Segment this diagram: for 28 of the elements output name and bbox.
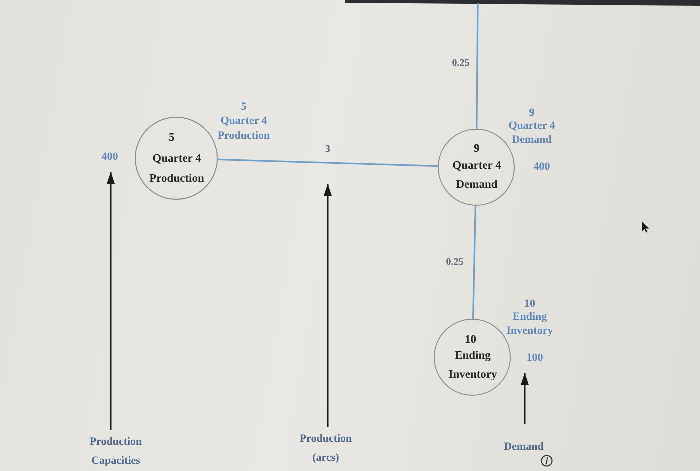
- node-circle: [135, 117, 218, 200]
- arrow: [521, 373, 529, 424]
- node-number: 9: [474, 142, 480, 156]
- node-name: Ending Inventory: [448, 349, 498, 383]
- connector-line: [472, 206, 476, 320]
- name-label: Ending Inventory: [506, 310, 554, 338]
- arrow: [324, 184, 332, 427]
- value-label: 5: [241, 100, 247, 114]
- value-label: 9: [529, 106, 535, 120]
- edge-label: 0.25: [452, 58, 470, 70]
- caption-text: Production Capacities: [90, 433, 142, 471]
- connector-line: [476, 3, 479, 129]
- connector-line: [218, 158, 438, 168]
- caption-text: Production (arcs): [300, 430, 352, 468]
- node-number: 10: [465, 333, 476, 347]
- edge-label: 3: [326, 144, 330, 156]
- node-name: Quarter 4 Production: [148, 152, 206, 187]
- value-label: 10: [524, 297, 536, 311]
- bound-value: 100: [526, 351, 544, 365]
- arrow: [107, 172, 115, 430]
- capacity-value: 400: [102, 150, 118, 164]
- caption-text: Demand: [504, 438, 544, 457]
- name-label: Quarter 4 Production: [216, 114, 272, 144]
- node-number: 5: [169, 131, 175, 145]
- name-label: Quarter 4 Demand: [508, 119, 556, 147]
- bound-value: 400: [534, 160, 550, 174]
- node-name: Quarter 4 Demand: [452, 159, 502, 193]
- edge-label: 0.25: [446, 257, 464, 269]
